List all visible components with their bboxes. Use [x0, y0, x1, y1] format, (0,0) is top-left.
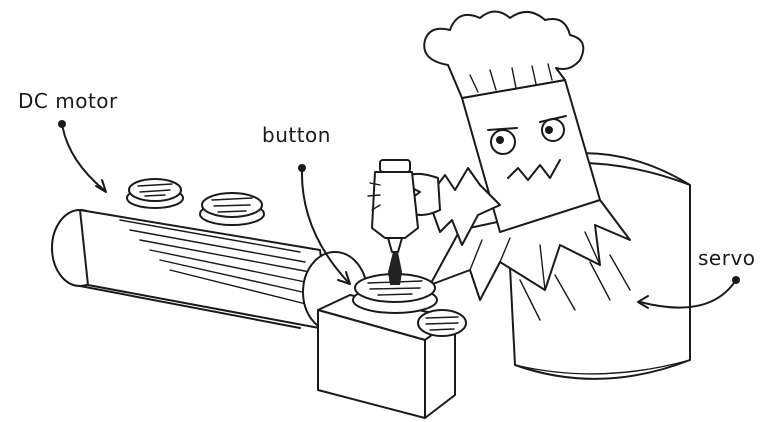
burger-icon: [127, 179, 183, 208]
burger-icon: [200, 193, 264, 225]
dc-motor-label: DC motor: [18, 89, 118, 113]
dc-motor-callout: DC motor: [18, 89, 118, 192]
servo-label: servo: [698, 246, 756, 270]
sauce-bottle-icon: [368, 160, 418, 277]
burger-icon: [418, 310, 466, 336]
burger-icon: [353, 267, 437, 313]
button-label: button: [262, 123, 331, 147]
